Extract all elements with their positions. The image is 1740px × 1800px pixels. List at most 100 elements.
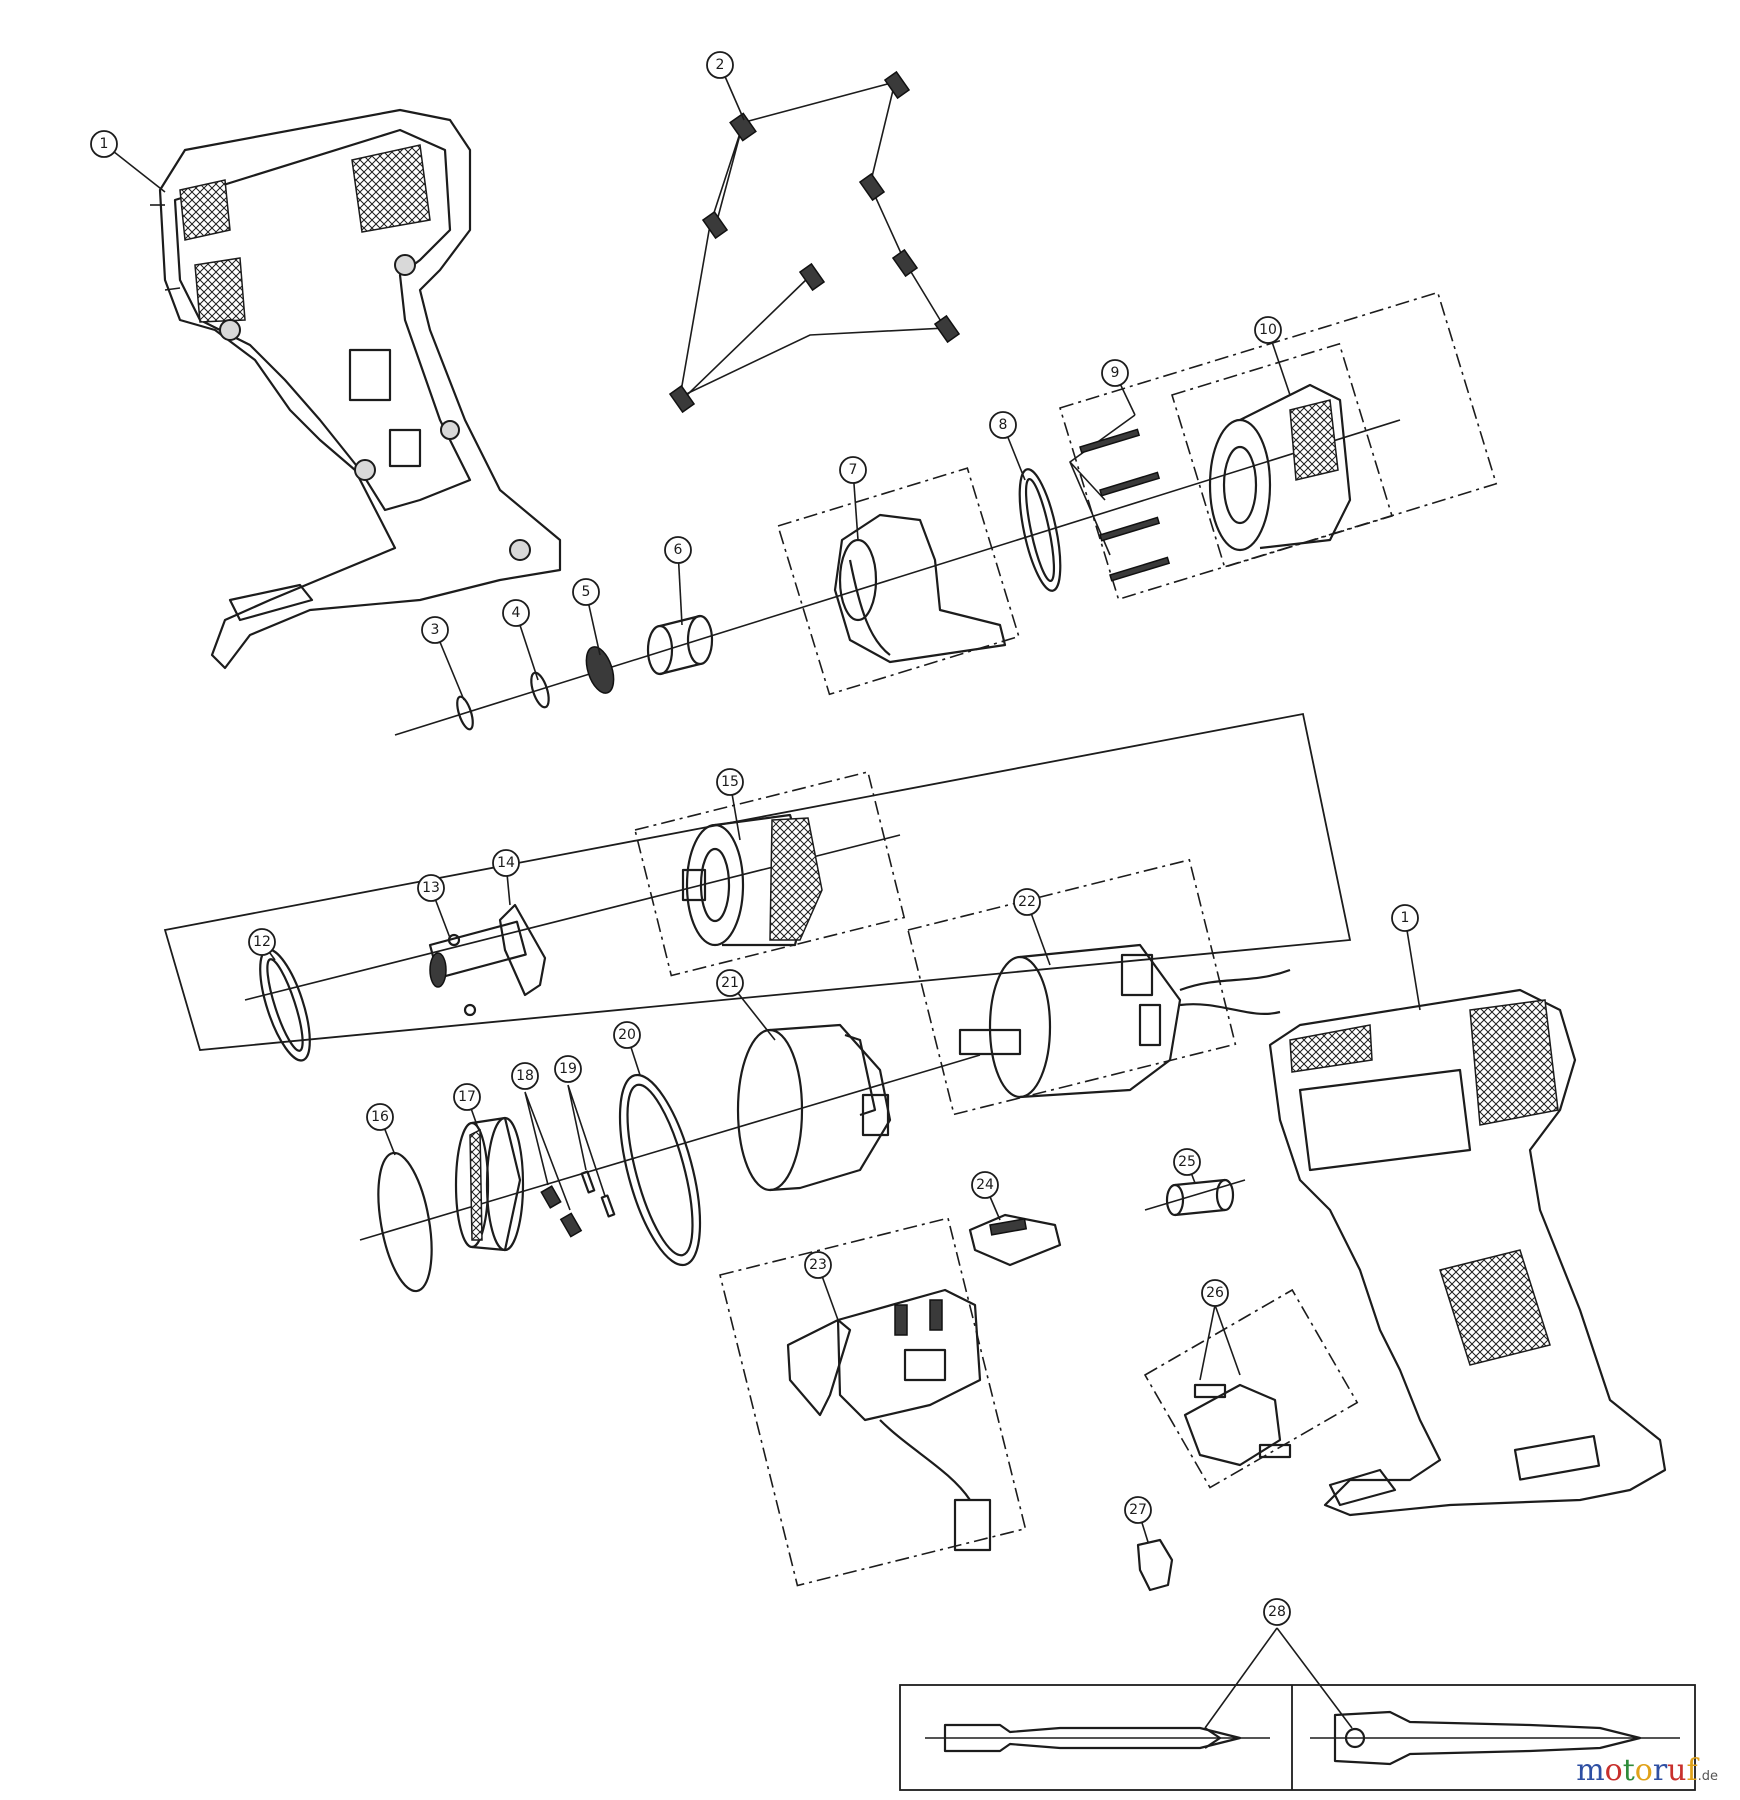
dashed-box-22 bbox=[907, 858, 1237, 1116]
part-26-cover-plate bbox=[1183, 1304, 1292, 1467]
callout-24: 24 bbox=[971, 1171, 999, 1199]
svg-text:25: 25 bbox=[1178, 1154, 1196, 1170]
part-25-pin bbox=[1144, 1178, 1246, 1217]
callout-4: 4 bbox=[502, 599, 530, 627]
svg-text:15: 15 bbox=[721, 774, 739, 790]
callout-27: 27 bbox=[1124, 1496, 1152, 1524]
callout-17: 17 bbox=[453, 1083, 481, 1111]
callout-13: 13 bbox=[417, 874, 445, 902]
watermark-letter: m bbox=[1576, 1753, 1605, 1788]
callout-3: 3 bbox=[421, 616, 449, 644]
watermark-letter: t bbox=[1622, 1753, 1635, 1788]
svg-text:16: 16 bbox=[371, 1109, 389, 1125]
part-20-gasket bbox=[618, 1073, 702, 1267]
callout-10: 10 bbox=[1254, 316, 1282, 344]
svg-text:22: 22 bbox=[1018, 894, 1036, 910]
callout-15: 15 bbox=[716, 768, 744, 796]
callout-6: 6 bbox=[664, 536, 692, 564]
part-17-ring-gear bbox=[454, 1116, 525, 1252]
svg-text:27: 27 bbox=[1129, 1502, 1147, 1518]
callout-7: 7 bbox=[839, 456, 867, 484]
part-16-o-ring bbox=[377, 1151, 433, 1293]
svg-text:28: 28 bbox=[1268, 1604, 1286, 1620]
part-23-switch bbox=[786, 1288, 992, 1552]
watermark-letter: f bbox=[1686, 1753, 1698, 1788]
svg-text:26: 26 bbox=[1206, 1285, 1224, 1301]
callout-5: 5 bbox=[572, 578, 600, 606]
callout-25: 25 bbox=[1173, 1148, 1201, 1176]
svg-text:21: 21 bbox=[721, 975, 739, 991]
svg-text:19: 19 bbox=[559, 1061, 577, 1077]
housing-half-left bbox=[150, 108, 562, 670]
callout-2: 2 bbox=[706, 51, 734, 79]
callout-19: 19 bbox=[554, 1055, 582, 1083]
callout-8: 8 bbox=[989, 411, 1017, 439]
callout-9: 9 bbox=[1101, 359, 1129, 387]
axis-line-upper bbox=[394, 419, 1401, 736]
callout-16: 16 bbox=[366, 1103, 394, 1131]
dashed-box-23 bbox=[719, 1217, 1027, 1587]
svg-text:5: 5 bbox=[582, 584, 591, 600]
watermark-letter: o bbox=[1604, 1753, 1623, 1788]
part-4-washer bbox=[530, 671, 550, 709]
part-13-spindle bbox=[428, 920, 527, 1017]
housing-half-right bbox=[1268, 988, 1667, 1517]
part-3-clip bbox=[456, 695, 474, 731]
part-22-motor bbox=[958, 943, 1291, 1099]
callout-12: 12 bbox=[248, 928, 276, 956]
svg-text:1: 1 bbox=[100, 136, 109, 152]
svg-text:14: 14 bbox=[497, 855, 515, 871]
part-10-gearbox bbox=[1208, 383, 1352, 552]
dashed-box-10 bbox=[1171, 342, 1393, 569]
callout-28: 28 bbox=[1263, 1598, 1291, 1626]
svg-text:18: 18 bbox=[516, 1068, 534, 1084]
parts-18-19-balls-springs bbox=[524, 1084, 616, 1238]
part-9-screws bbox=[1069, 414, 1171, 582]
dashed-box-7 bbox=[777, 467, 1020, 696]
part-14-anvil bbox=[498, 903, 547, 997]
watermark-letter: o bbox=[1634, 1753, 1653, 1788]
callout-1-top: 1 bbox=[90, 130, 118, 158]
svg-text:12: 12 bbox=[253, 934, 271, 950]
part-27-clip bbox=[1136, 1538, 1174, 1592]
watermark-letter: u bbox=[1667, 1753, 1687, 1788]
callout-18: 18 bbox=[511, 1062, 539, 1090]
svg-text:23: 23 bbox=[809, 1257, 827, 1273]
callout-14: 14 bbox=[492, 849, 520, 877]
callout-22: 22 bbox=[1013, 888, 1041, 916]
part-28-bits-panel bbox=[899, 1627, 1696, 1791]
part-8-ring bbox=[1018, 468, 1062, 592]
callout-1-right: 1 bbox=[1391, 904, 1419, 932]
svg-text:24: 24 bbox=[976, 1177, 994, 1193]
callout-23: 23 bbox=[804, 1251, 832, 1279]
part-21-motor-bracket bbox=[736, 1023, 892, 1192]
svg-text:3: 3 bbox=[431, 622, 440, 638]
svg-text:2: 2 bbox=[716, 57, 725, 73]
watermark-logo: motoruf.de bbox=[1576, 1753, 1718, 1788]
frame-middle bbox=[163, 712, 1352, 1051]
callout-20: 20 bbox=[613, 1021, 641, 1049]
callout-leaders bbox=[103, 64, 1421, 1543]
watermark-suffix: .de bbox=[1697, 1769, 1718, 1784]
watermark-letter: r bbox=[1652, 1753, 1668, 1788]
svg-text:7: 7 bbox=[849, 462, 858, 478]
callout-21: 21 bbox=[716, 969, 744, 997]
part-6-bushing bbox=[646, 614, 714, 676]
callout-26: 26 bbox=[1201, 1279, 1229, 1307]
svg-text:20: 20 bbox=[618, 1027, 636, 1043]
svg-text:13: 13 bbox=[422, 880, 440, 896]
part-12-ring bbox=[259, 948, 311, 1062]
part-15-planetary bbox=[681, 813, 823, 947]
svg-text:4: 4 bbox=[512, 605, 521, 621]
screws-2 bbox=[668, 70, 961, 414]
part-24-selector bbox=[968, 1213, 1062, 1267]
svg-text:1: 1 bbox=[1401, 910, 1410, 926]
svg-text:8: 8 bbox=[999, 417, 1008, 433]
dashed-box-15 bbox=[634, 770, 906, 977]
svg-text:6: 6 bbox=[674, 542, 683, 558]
svg-text:10: 10 bbox=[1259, 322, 1277, 338]
axis-line-lower bbox=[359, 1054, 981, 1241]
part-5-gear bbox=[585, 646, 615, 694]
